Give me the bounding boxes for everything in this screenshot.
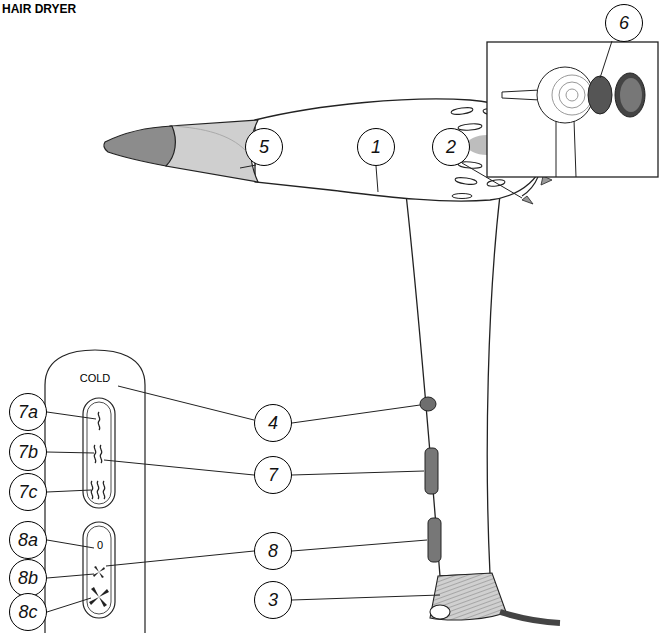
panel-label: COLD [79,373,112,384]
callout-number: 7b [18,443,38,461]
callout-number: 2 [446,138,456,156]
callout-circle: 2 [432,128,470,166]
callout-number: 8b [18,569,38,587]
callout-circle: 7 [254,456,292,494]
callout-circle: 3 [254,581,292,619]
callout-circle: 8 [254,532,292,570]
callout-number: 6 [619,14,629,32]
callout-number: 7c [18,483,37,501]
callout-circle: 8a [9,521,47,559]
heat-switch [425,448,438,494]
callout-number: 4 [268,414,278,432]
callout-circle: 6 [605,4,643,42]
diagram-title: HAIR DRYER [2,2,76,16]
callout-number: 7 [268,466,278,484]
callout-circle: 1 [357,128,395,166]
callout-number: 8a [18,531,38,549]
nozzle [166,120,258,182]
nozzle-tip [104,126,176,166]
switch-mark: 0 [96,540,104,551]
speed-switch [428,518,441,562]
fan-symbols [89,566,109,607]
power-cord [500,612,560,623]
callout-circle: 7b [9,433,47,471]
callout-circle: 5 [245,128,283,166]
control-panel [45,350,145,633]
handle [405,185,500,576]
inset-rear-view [502,67,645,177]
callout-circle: 8c [9,593,47,631]
callout-circle: 4 [254,404,292,442]
heat-symbols [91,412,105,499]
callout-number: 3 [268,591,278,609]
cord-relief [430,573,506,620]
callout-circle: 7c [9,473,47,511]
callout-number: 8 [268,542,278,560]
callout-number: 1 [371,138,381,156]
callout-number: 7a [18,403,38,421]
callout-circle: 8b [9,559,47,597]
callout-circle: 7a [9,393,47,431]
cold-button [420,397,436,411]
callout-number: 8c [18,603,37,621]
callout-number: 5 [259,138,269,156]
inset-frame [487,42,658,177]
hanging-loop [430,605,450,619]
leader-lines [47,41,612,612]
